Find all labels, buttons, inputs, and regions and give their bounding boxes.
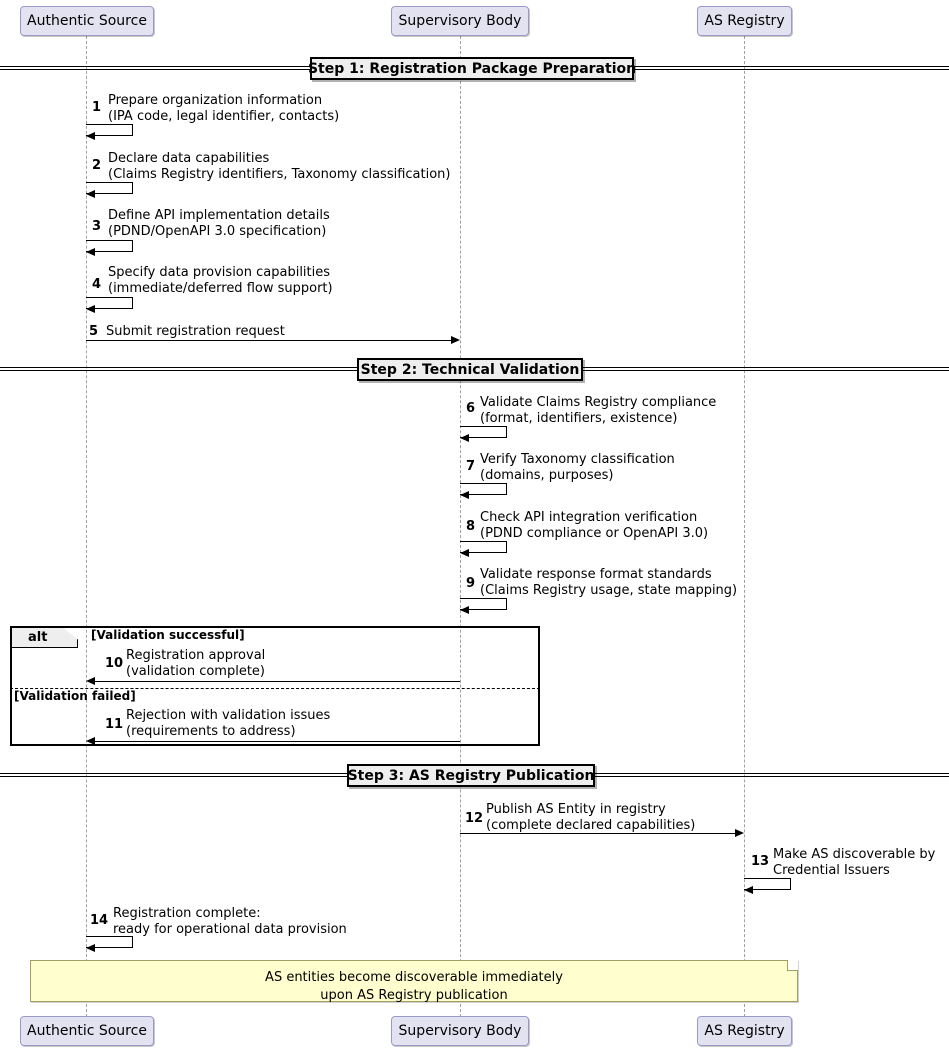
message-label-10-line1: Registration approval (126, 648, 266, 663)
participant-footer-supervisory-body[interactable]: Supervisory Body (391, 1016, 529, 1046)
message-label-3-line1: Define API implementation details (108, 208, 330, 223)
arrow-head-3 (86, 248, 95, 256)
arrow-head-13 (744, 886, 753, 894)
lifeline-as-registry (744, 36, 745, 1022)
message-arrow-12 (460, 833, 736, 834)
divider-step3: Step 3: AS Registry Publication (347, 764, 595, 787)
message-label-14-line1: Registration complete: (113, 906, 261, 921)
message-label-6-line1: Validate Claims Registry compliance (480, 395, 717, 410)
message-label-2-line1: Declare data capabilities (108, 151, 270, 166)
note-box: AS entities become discoverable immediat… (30, 960, 798, 1003)
participant-header-as-registry[interactable]: AS Registry (697, 6, 792, 36)
arrow-head-5 (451, 336, 460, 344)
self-message-arrow-3 (86, 240, 133, 252)
alt-guard-2: [Validation failed] (14, 689, 136, 703)
message-label-9-line1: Validate response format standards (480, 567, 712, 582)
arrow-head-12 (735, 829, 744, 837)
lifeline-supervisory-body (460, 36, 461, 1022)
arrow-head-7 (460, 491, 469, 499)
message-number-1: 1 (92, 100, 102, 115)
message-label-4-line2: (immediate/deferred flow support) (108, 281, 333, 296)
message-number-11: 11 (105, 717, 124, 732)
message-number-7: 7 (466, 459, 476, 474)
message-label-13-line1: Make AS discoverable by (773, 847, 936, 862)
participant-footer-as-registry[interactable]: AS Registry (697, 1016, 792, 1046)
message-number-6: 6 (466, 401, 476, 416)
message-label-2-line2: (Claims Registry identifiers, Taxonomy c… (108, 167, 451, 182)
participant-label: Supervisory Body (398, 13, 522, 29)
message-label-7-line2: (domains, purposes) (480, 468, 614, 483)
self-message-arrow-1 (86, 124, 133, 136)
participant-header-authentic-source[interactable]: Authentic Source (20, 6, 154, 36)
arrow-head-14 (86, 944, 95, 952)
self-message-arrow-14 (86, 936, 133, 948)
alt-fragment-tab: alt (12, 628, 78, 648)
self-message-arrow-2 (86, 182, 133, 194)
message-label-9-line2: (Claims Registry usage, state mapping) (480, 583, 738, 598)
message-label-3-line2: (PDND/OpenAPI 3.0 specification) (108, 224, 327, 239)
message-label-6-line2: (format, identifiers, existence) (480, 411, 678, 426)
message-label-12-line1: Publish AS Entity in registry (486, 802, 666, 817)
message-label-14-line2: ready for operational data provision (113, 922, 347, 937)
message-label-13-line2: Credential Issuers (773, 863, 890, 878)
participant-footer-authentic-source[interactable]: Authentic Source (20, 1016, 154, 1046)
message-number-3: 3 (92, 219, 102, 234)
arrow-head-2 (86, 190, 95, 198)
message-number-12: 12 (465, 811, 484, 826)
message-label-10-line2: (validation complete) (126, 664, 266, 679)
message-label-11-line1: Rejection with validation issues (126, 708, 331, 723)
self-message-arrow-6 (460, 426, 507, 438)
message-label-5-line1: Submit registration request (106, 324, 285, 339)
message-arrow-5 (86, 340, 452, 341)
arrow-head-8 (460, 549, 469, 557)
divider-label: Step 2: Technical Validation (360, 361, 580, 378)
arrow-head-11 (86, 737, 95, 745)
participant-label: Supervisory Body (398, 1023, 522, 1039)
self-message-arrow-9 (460, 598, 507, 610)
note-text: AS entities become discoverable immediat… (265, 970, 563, 1003)
alt-fragment (10, 626, 540, 746)
message-number-8: 8 (466, 519, 476, 534)
message-label-4-line1: Specify data provision capabilities (108, 265, 331, 280)
message-number-13: 13 (751, 854, 770, 869)
divider-label: Step 3: AS Registry Publication (347, 767, 595, 784)
message-label-12-line2: (complete declared capabilities) (486, 818, 696, 833)
self-message-arrow-13 (744, 878, 791, 890)
message-number-10: 10 (105, 656, 124, 671)
alt-guard-1: [Validation successful] (91, 628, 245, 642)
arrow-head-4 (86, 305, 95, 313)
message-arrow-11 (95, 741, 460, 742)
message-number-9: 9 (466, 576, 476, 591)
alt-fragment-label: alt (28, 630, 48, 645)
divider-step1: Step 1: Registration Package Preparation (307, 57, 637, 80)
participant-header-supervisory-body[interactable]: Supervisory Body (391, 6, 529, 36)
message-label-1-line2: (IPA code, legal identifier, contacts) (108, 109, 340, 124)
message-number-14: 14 (90, 913, 109, 928)
message-label-8-line2: (PDND compliance or OpenAPI 3.0) (480, 526, 709, 541)
message-number-4: 4 (92, 277, 102, 292)
message-number-5: 5 (89, 324, 99, 339)
message-arrow-10 (95, 681, 460, 682)
message-label-11-line2: (requirements to address) (126, 724, 296, 739)
message-label-7-line1: Verify Taxonomy classification (480, 452, 675, 467)
note-fold-corner (787, 960, 798, 971)
self-message-arrow-4 (86, 297, 133, 309)
participant-label: AS Registry (704, 1023, 785, 1039)
arrow-head-10 (86, 677, 95, 685)
self-message-arrow-8 (460, 541, 507, 553)
self-message-arrow-7 (460, 483, 507, 495)
message-number-2: 2 (92, 158, 102, 173)
message-label-1-line1: Prepare organization information (108, 93, 323, 108)
arrow-head-1 (86, 132, 95, 140)
arrow-head-6 (460, 434, 469, 442)
divider-label: Step 1: Registration Package Preparation (307, 60, 637, 77)
alt-separator (10, 688, 540, 689)
message-label-8-line1: Check API integration verification (480, 510, 698, 525)
arrow-head-9 (460, 606, 469, 614)
participant-label: Authentic Source (27, 13, 147, 29)
divider-step2: Step 2: Technical Validation (357, 358, 583, 381)
participant-label: Authentic Source (27, 1023, 147, 1039)
participant-label: AS Registry (704, 13, 785, 29)
lifeline-authentic-source (86, 36, 87, 1022)
